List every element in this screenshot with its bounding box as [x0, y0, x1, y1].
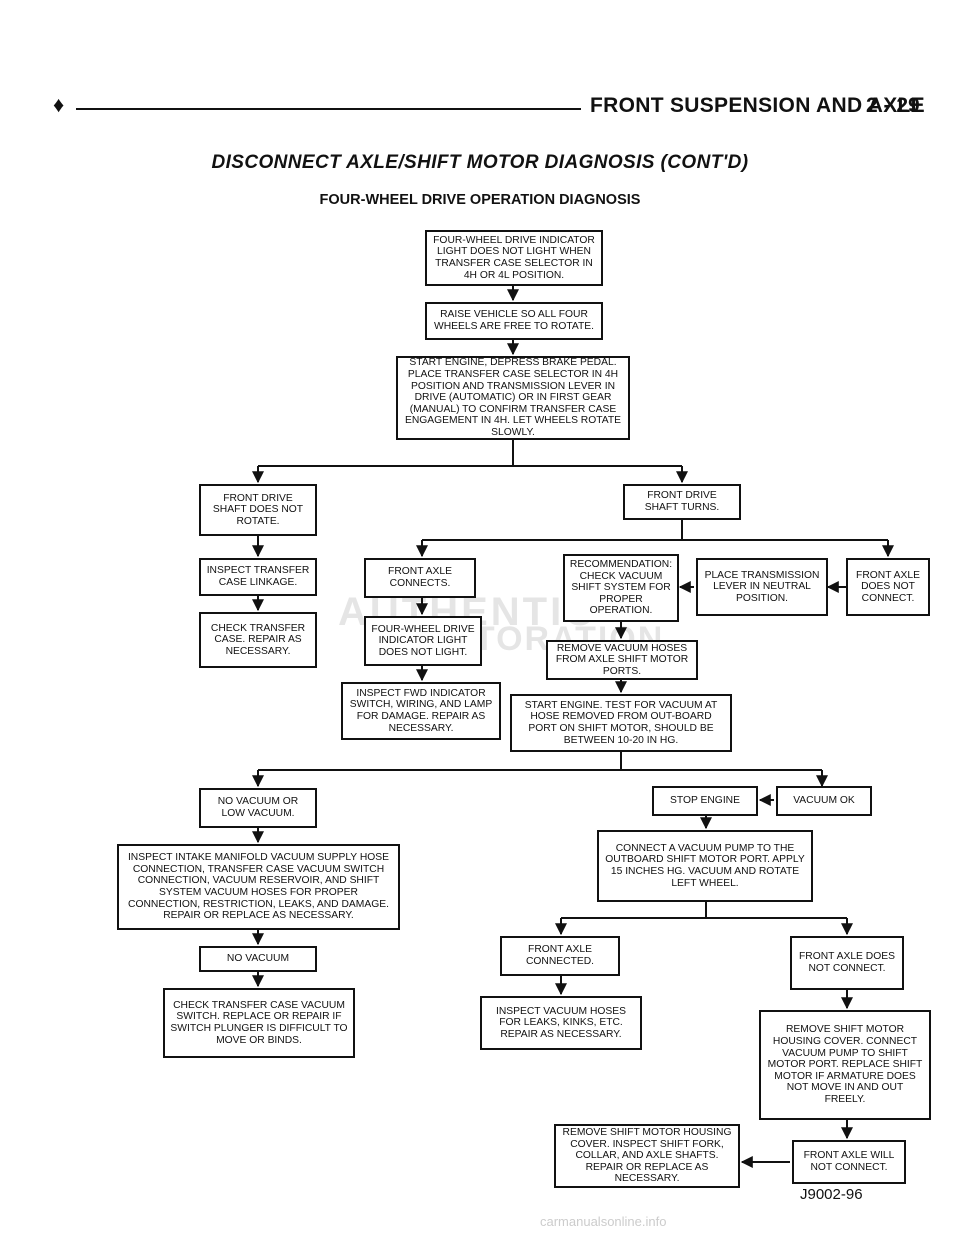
section-title: FRONT SUSPENSION AND AXLE: [590, 94, 925, 117]
box-raise-vehicle: RAISE VEHICLE SO ALL FOUR WHEELS ARE FRE…: [425, 302, 603, 340]
box-check-transfer-case: CHECK TRANSFER CASE. REPAIR AS NECESSARY…: [199, 612, 317, 668]
page-number: 2 - 29: [866, 94, 920, 117]
box-axle-not-connect-2: FRONT AXLE DOES NOT CONNECT.: [790, 936, 904, 990]
figure-reference: J9002-96: [800, 1186, 863, 1203]
diamond-icon: ♦: [53, 92, 65, 117]
box-inspect-linkage: INSPECT TRANSFER CASE LINKAGE.: [199, 558, 317, 596]
box-4wd-indicator-fault: FOUR-WHEEL DRIVE INDICATOR LIGHT DOES NO…: [425, 230, 603, 286]
box-recommendation: RECOMMENDATION: CHECK VACUUM SHIFT SYSTE…: [563, 554, 679, 622]
box-no-vacuum: NO VACUUM: [199, 946, 317, 972]
box-stop-engine: STOP ENGINE: [652, 786, 758, 816]
box-remove-shift-motor-cover: REMOVE SHIFT MOTOR HOUSING COVER. CONNEC…: [759, 1010, 931, 1120]
diagram-title: DISCONNECT AXLE/SHIFT MOTOR DIAGNOSIS (C…: [211, 152, 749, 173]
box-front-axle-connects: FRONT AXLE CONNECTS.: [364, 558, 476, 598]
box-inspect-vacuum-hoses: INSPECT VACUUM HOSES FOR LEAKS, KINKS, E…: [480, 996, 642, 1050]
box-test-vacuum: START ENGINE. TEST FOR VACUUM AT HOSE RE…: [510, 694, 732, 752]
box-no-low-vacuum: NO VACUUM OR LOW VACUUM.: [199, 788, 317, 828]
box-start-engine-4h: START ENGINE, DEPRESS BRAKE PEDAL. PLACE…: [396, 356, 630, 440]
box-vacuum-ok: VACUUM OK: [776, 786, 872, 816]
box-place-neutral: PLACE TRANSMISSION LEVER IN NEUTRAL POSI…: [696, 558, 828, 616]
diagram-subtitle: FOUR-WHEEL DRIVE OPERATION DIAGNOSIS: [319, 192, 641, 208]
header-rule: [76, 108, 581, 110]
box-remove-vacuum-hoses: REMOVE VACUUM HOSES FROM AXLE SHIFT MOTO…: [546, 640, 698, 680]
box-check-vacuum-switch: CHECK TRANSFER CASE VACUUM SWITCH. REPLA…: [163, 988, 355, 1058]
footer-watermark: carmanualsonline.info: [540, 1214, 667, 1229]
box-front-axle-connected: FRONT AXLE CONNECTED.: [500, 936, 620, 976]
box-front-shaft-turns: FRONT DRIVE SHAFT TURNS.: [623, 484, 741, 520]
box-inspect-intake-manifold: INSPECT INTAKE MANIFOLD VACUUM SUPPLY HO…: [117, 844, 400, 930]
box-inspect-shift-fork: REMOVE SHIFT MOTOR HOUSING COVER. INSPEC…: [554, 1124, 740, 1188]
page-header: ♦ FRONT SUSPENSION AND AXLE 2 - 29: [0, 94, 960, 140]
box-front-shaft-no-rotate: FRONT DRIVE SHAFT DOES NOT ROTATE.: [199, 484, 317, 536]
box-connect-vacuum-pump: CONNECT A VACUUM PUMP TO THE OUTBOARD SH…: [597, 830, 813, 902]
box-inspect-fwd-switch: INSPECT FWD INDICATOR SWITCH, WIRING, AN…: [341, 682, 501, 740]
box-4wd-light-not-lit: FOUR-WHEEL DRIVE INDICATOR LIGHT DOES NO…: [364, 616, 482, 666]
box-axle-not-connect-1: FRONT AXLE DOES NOT CONNECT.: [846, 558, 930, 616]
box-axle-will-not-connect: FRONT AXLE WILL NOT CONNECT.: [792, 1140, 906, 1184]
